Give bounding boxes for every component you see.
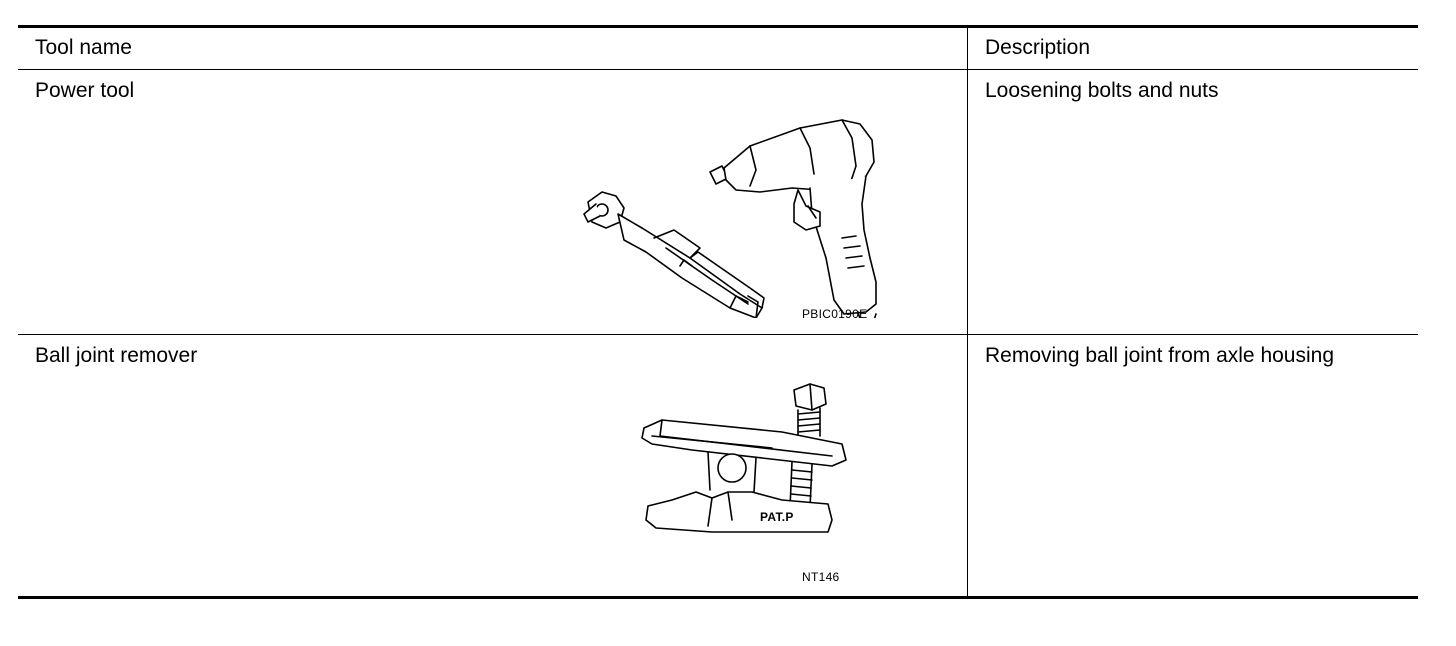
ratchet-wrench-icon bbox=[583, 191, 765, 318]
tool-name-cell: Ball joint remover bbox=[35, 344, 198, 367]
description-cell: Loosening bolts and nuts bbox=[985, 79, 1219, 102]
impact-wrench-icon bbox=[709, 119, 877, 318]
description-cell: Removing ball joint from axle housing bbox=[985, 344, 1335, 367]
figure-label: PAT.P bbox=[760, 510, 794, 524]
table-row: Power tool Loosening bolts and nuts bbox=[18, 70, 1418, 335]
tool-table: Tool name Description Power tool Looseni… bbox=[18, 25, 1418, 599]
header-description: Description bbox=[985, 36, 1091, 59]
tool-name-cell: Power tool bbox=[35, 79, 135, 102]
power-tool-icon bbox=[580, 118, 890, 318]
table-header-row: Tool name Description bbox=[18, 28, 1418, 70]
table-row: Ball joint remover Removing ball joint f… bbox=[18, 335, 1418, 596]
column-divider bbox=[967, 28, 968, 596]
ball-joint-remover-icon bbox=[632, 380, 852, 540]
header-tool-name: Tool name bbox=[35, 36, 132, 59]
figure-code: PBIC0190E bbox=[802, 307, 868, 321]
figure-code: NT146 bbox=[802, 570, 840, 584]
